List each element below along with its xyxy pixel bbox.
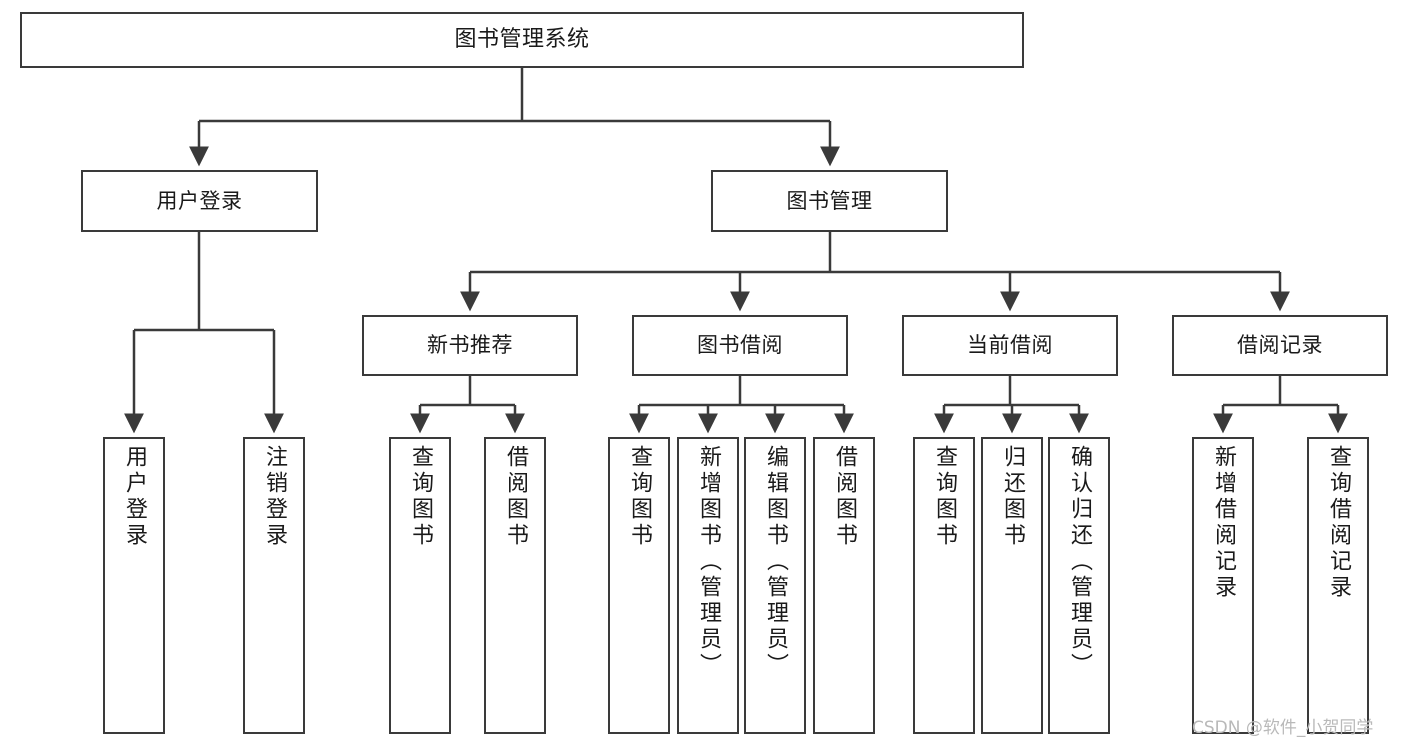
leaf-add-borrow-record[interactable]: 新增借阅记录	[1192, 437, 1254, 734]
node-current-borrowing[interactable]: 当前借阅	[902, 315, 1118, 376]
leaf-query-book-current[interactable]: 查询图书	[913, 437, 975, 734]
leaf-edit-book-admin[interactable]: 编辑图书（管理员）	[744, 437, 806, 734]
node-borrowing-records[interactable]: 借阅记录	[1172, 315, 1388, 376]
node-label: 注销登录	[262, 445, 287, 549]
node-label: 编辑图书（管理员）	[763, 445, 788, 679]
node-label: 当前借阅	[967, 333, 1053, 358]
leaf-query-book-new[interactable]: 查询图书	[389, 437, 451, 734]
node-label: 借阅记录	[1237, 333, 1323, 358]
leaf-borrow-book[interactable]: 借阅图书	[813, 437, 875, 734]
node-label: 新增借阅记录	[1211, 445, 1236, 601]
node-label: 查询图书	[932, 445, 957, 549]
leaf-add-book-admin[interactable]: 新增图书（管理员）	[677, 437, 739, 734]
node-label: 图书管理系统	[454, 27, 590, 53]
node-new-book-recommendation[interactable]: 新书推荐	[362, 315, 578, 376]
node-label: 查询图书	[408, 445, 433, 549]
node-label: 新增图书（管理员）	[696, 445, 721, 679]
node-label: 确认归还（管理员）	[1067, 445, 1092, 679]
node-user-login[interactable]: 用户登录	[81, 170, 318, 232]
node-label: 归还图书	[1000, 445, 1025, 549]
leaf-user-login[interactable]: 用户登录	[103, 437, 165, 734]
leaf-confirm-return-admin[interactable]: 确认归还（管理员）	[1048, 437, 1110, 734]
node-book-management-system[interactable]: 图书管理系统	[20, 12, 1024, 68]
leaf-borrow-book-new[interactable]: 借阅图书	[484, 437, 546, 734]
node-book-borrowing[interactable]: 图书借阅	[632, 315, 848, 376]
node-label: 查询借阅记录	[1326, 445, 1351, 601]
leaf-return-book[interactable]: 归还图书	[981, 437, 1043, 734]
leaf-query-book-borrow[interactable]: 查询图书	[608, 437, 670, 734]
leaf-query-borrow-record[interactable]: 查询借阅记录	[1307, 437, 1369, 734]
watermark-text: CSDN @软件_小贺同学	[1192, 718, 1374, 738]
node-label: 新书推荐	[427, 333, 513, 358]
node-label: 借阅图书	[503, 445, 528, 549]
node-label: 图书借阅	[697, 333, 783, 358]
node-label: 查询图书	[627, 445, 652, 549]
node-label: 用户登录	[156, 188, 243, 213]
leaf-logout[interactable]: 注销登录	[243, 437, 305, 734]
node-label: 用户登录	[122, 445, 147, 549]
node-book-management[interactable]: 图书管理	[711, 170, 948, 232]
node-label: 借阅图书	[832, 445, 857, 549]
node-label: 图书管理	[786, 188, 873, 213]
